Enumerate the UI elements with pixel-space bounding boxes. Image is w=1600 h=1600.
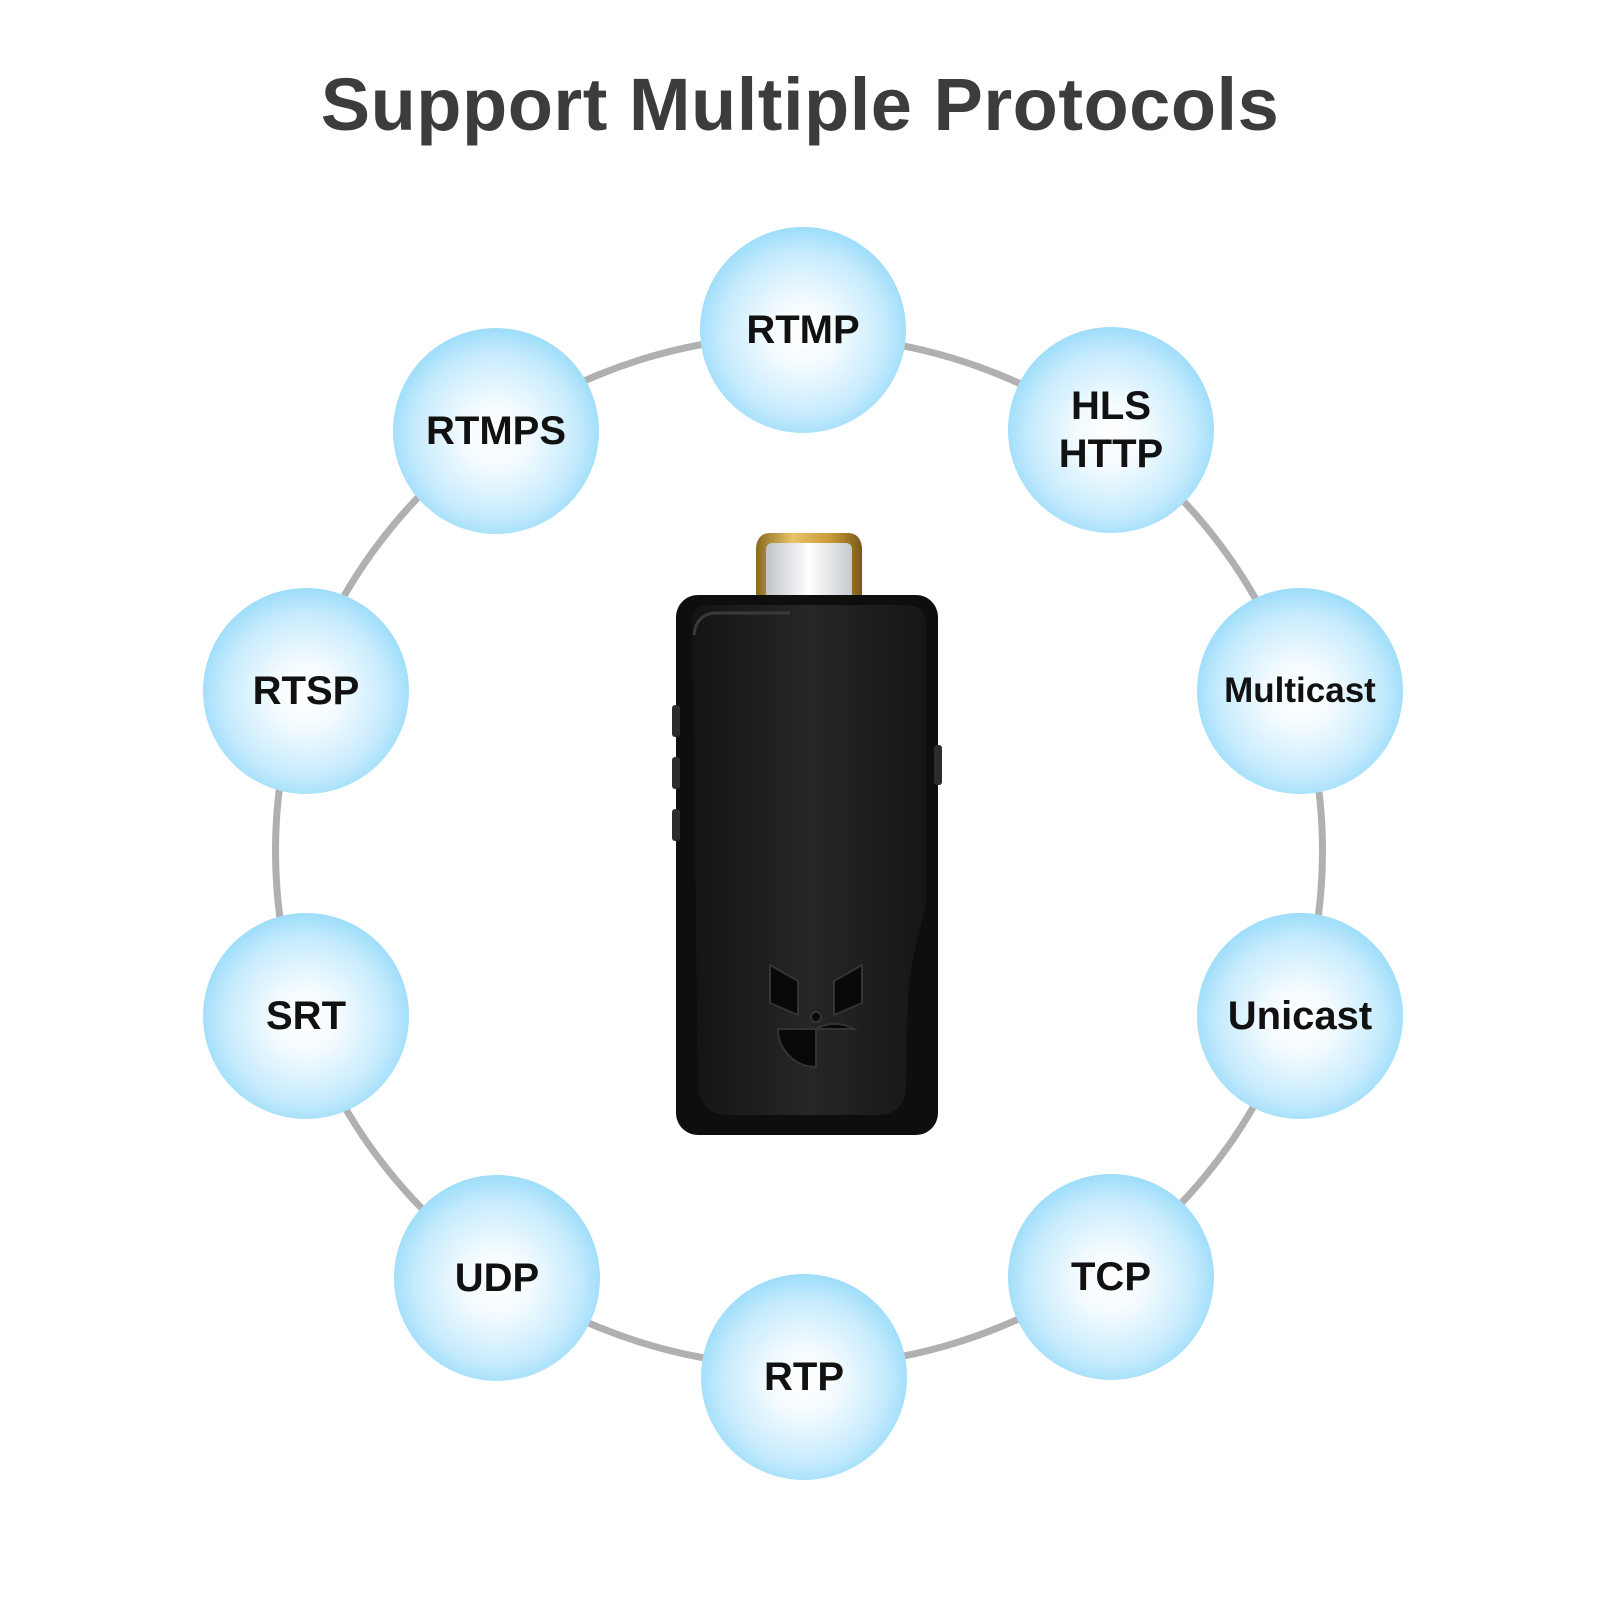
hdmi-dongle-icon: [672, 533, 942, 1135]
protocol-node-rtp: RTP: [701, 1274, 907, 1480]
page-title: Support Multiple Protocols: [320, 63, 1280, 146]
protocol-node-udp: UDP: [394, 1175, 600, 1381]
protocol-node-unicast: Unicast: [1197, 913, 1403, 1119]
protocol-node-tcp: TCP: [1008, 1174, 1214, 1380]
protocol-node-srt: SRT: [203, 913, 409, 1119]
protocol-node-rtsp: RTSP: [203, 588, 409, 794]
protocol-node-multicast: Multicast: [1197, 588, 1403, 794]
protocol-node-hls-http: HLS HTTP: [1008, 327, 1214, 533]
protocol-node-rtmp: RTMP: [700, 227, 906, 433]
protocol-node-rtmps: RTMPS: [393, 328, 599, 534]
